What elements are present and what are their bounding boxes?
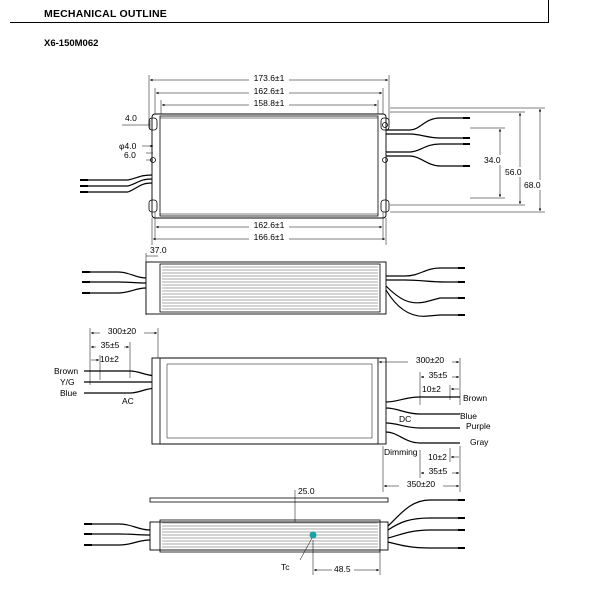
ac-wire-yg: Y/G — [60, 377, 75, 387]
dim-dc-strip-length: 35±5 — [429, 370, 448, 380]
dim-dimming-lead-length: 350±20 — [407, 479, 436, 489]
dim-ac-tin-length: 10±2 — [100, 354, 119, 364]
dim-total-length: 173.6±1 — [254, 73, 285, 83]
dim-tc-offset: 25.0 — [298, 486, 315, 496]
dim-ac-lead-length: 300±20 — [108, 326, 137, 336]
dim-mount-offset: 4.0 — [125, 113, 137, 123]
header-rule-vertical — [548, 0, 549, 22]
dim-mount-spacing: 56.0 — [505, 167, 522, 177]
page-title: MECHANICAL OUTLINE — [44, 8, 167, 20]
model-number: X6-150M062 — [44, 38, 99, 49]
tc-label: Tc — [281, 562, 290, 572]
dim-wire-purple: Purple — [466, 421, 491, 431]
dim-slot-width: 6.0 — [124, 150, 136, 160]
dc-label: DC — [399, 414, 411, 424]
dim-body-length: 158.8±1 — [254, 98, 285, 108]
dim-dimming-strip-length: 35±5 — [429, 466, 448, 476]
ac-wire-brown: Brown — [54, 366, 78, 376]
dim-inner-length: 162.6±1 — [254, 86, 285, 96]
dim-wire-gray: Gray — [470, 437, 489, 447]
dim-tc-x: 48.5 — [334, 564, 351, 574]
tc-point-marker — [309, 531, 317, 539]
dim-height: 37.0 — [150, 245, 167, 255]
dim-wire-spacing: 34.0 — [484, 155, 501, 165]
dim-hole-diameter: φ4.0 — [119, 141, 137, 151]
dim-dc-lead-length: 300±20 — [416, 355, 445, 365]
dimming-label: Dimming — [384, 447, 418, 457]
dc-wire-brown: Brown — [463, 393, 487, 403]
dc-wire-blue: Blue — [460, 411, 477, 421]
dim-dimming-tin-length: 10±2 — [428, 452, 447, 462]
dim-total-width: 68.0 — [524, 180, 541, 190]
top-view: 173.6±1 162.6±1 158.8±1 4.0 φ4.0 6.0 — [80, 73, 545, 245]
dim-ac-strip-length: 35±5 — [101, 340, 120, 350]
bottom-view: 25.0 Tc 48.5 — [84, 486, 465, 575]
wiring-view: 300±20 35±5 10±2 Brown Y/G Blue AC 300±2… — [54, 326, 491, 492]
dim-bottom-inner: 162.6±1 — [254, 220, 285, 230]
side-view: 37.0 — [82, 245, 465, 317]
dim-bottom-total: 166.6±1 — [254, 232, 285, 242]
ac-label: AC — [122, 396, 134, 406]
ac-wire-blue: Blue — [60, 388, 77, 398]
header-rule — [10, 22, 549, 23]
dim-dc-tin-length: 10±2 — [422, 384, 441, 394]
